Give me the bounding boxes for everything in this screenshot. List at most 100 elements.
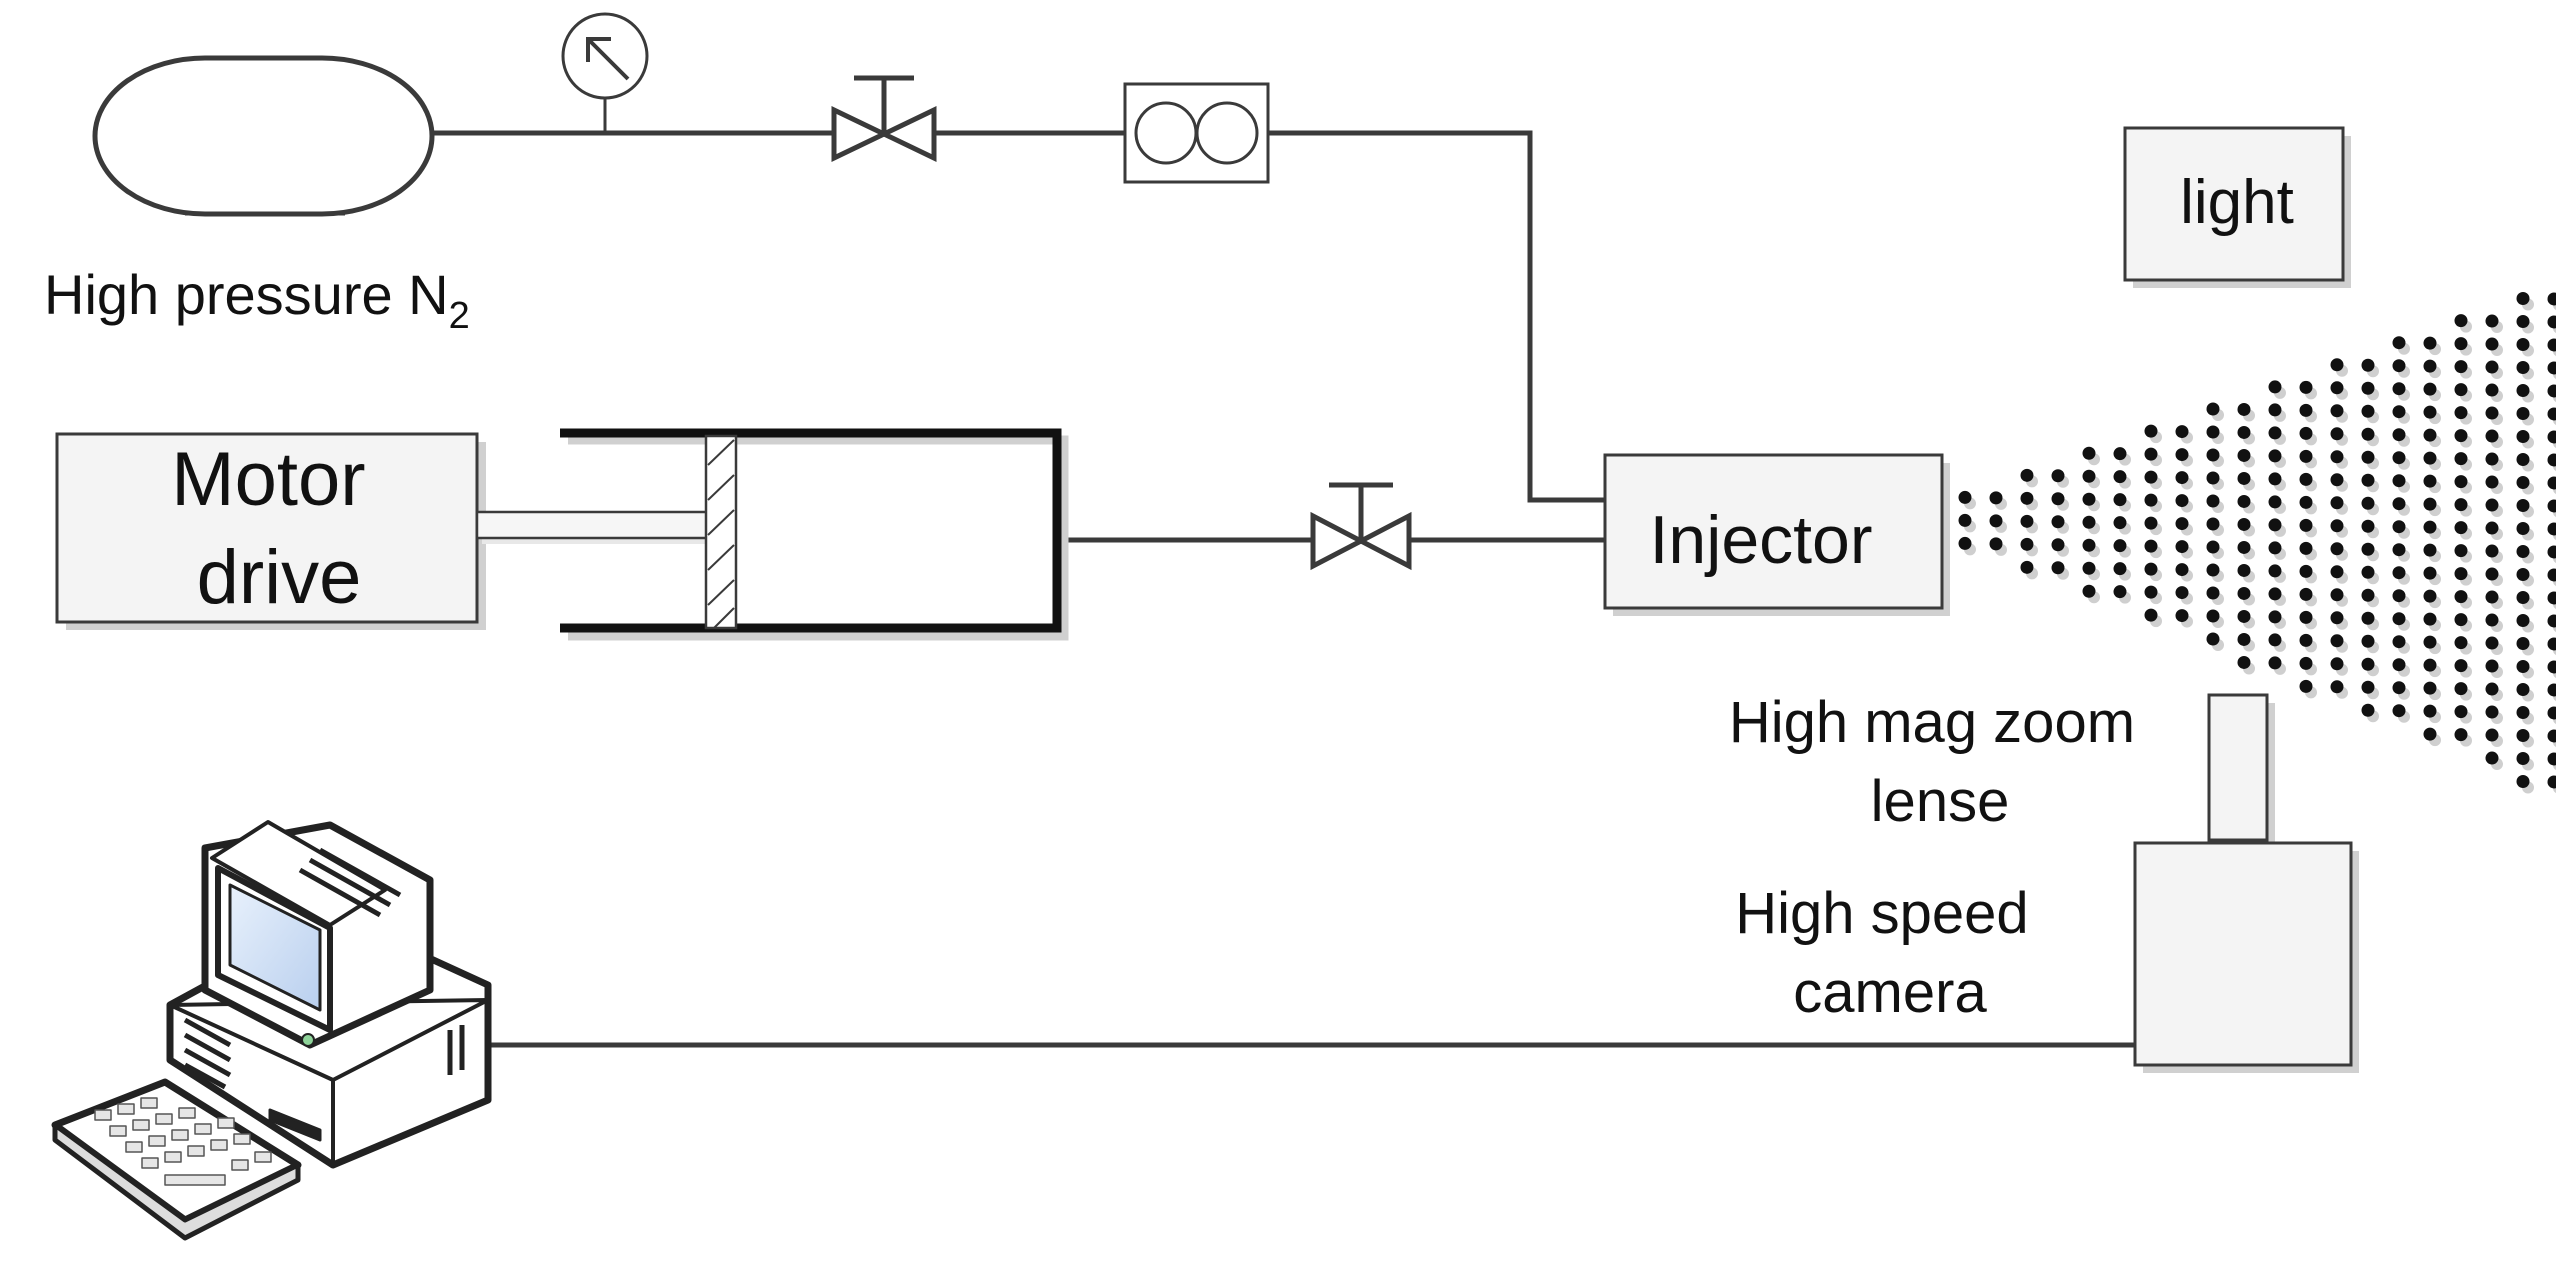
spray-droplet [2206,448,2220,462]
spray-droplet [2237,540,2251,554]
gas-cylinder-icon [92,55,435,217]
spray-droplet [2423,428,2437,442]
spray-droplet [2361,680,2375,694]
spray-droplet [2237,425,2251,439]
desktop-computer-icon [51,820,492,1241]
spray-droplet [2330,427,2344,441]
spray-droplet [2485,360,2499,374]
spray-plume [1958,291,2556,794]
spray-droplet [2485,728,2499,742]
spray-droplet [2237,609,2251,623]
light-box: light [2123,126,2351,288]
spray-droplet [2423,612,2437,626]
spray-droplet [2330,404,2344,418]
spray-droplet [2392,589,2406,603]
spray-droplet [2516,360,2530,374]
spray-droplet [2361,542,2375,556]
spray-droplet [2051,469,2065,483]
spray-droplet [2268,633,2282,647]
spray-droplet [2485,452,2499,466]
spray-droplet [2454,314,2468,328]
spray-droplet [2268,380,2282,394]
spray-droplet [2547,660,2556,674]
spray-droplet [2392,497,2406,511]
spray-droplet [2392,405,2406,419]
spray-droplet [2361,450,2375,464]
spray-droplet [2144,516,2158,530]
spray-droplet [2330,519,2344,533]
spray-droplet [2547,775,2556,789]
spray-droplet [2454,613,2468,627]
spray-droplet [2361,358,2375,372]
spray-droplet [2485,406,2499,420]
spray-droplet [2268,541,2282,555]
spray-droplet [2268,495,2282,509]
spray-droplet [2454,406,2468,420]
spray-droplet [2020,491,2034,505]
svg-text:High mag zoom lense: High mag zoom lense [1729,690,2151,834]
spray-droplet [2175,586,2189,600]
spray-droplet [1989,491,2003,505]
spray-droplet [2516,613,2530,627]
spray-droplet [2082,515,2096,529]
spray-droplet [2454,682,2468,696]
spray-droplet [2206,586,2220,600]
spray-droplet [2454,429,2468,443]
spray-droplet [2423,497,2437,511]
spray-droplet [2330,657,2344,671]
spray-droplet [2330,634,2344,648]
spray-droplet [2175,609,2189,623]
spray-droplet [2299,587,2313,601]
spray-droplet [2237,494,2251,508]
spray-droplet [2175,540,2189,554]
spray-droplet [2113,562,2127,576]
spray-droplet [2485,544,2499,558]
spray-droplet [2423,336,2437,350]
spray-droplet [2175,448,2189,462]
spray-droplet [2454,590,2468,604]
flow-meter-icon [1123,82,1270,184]
spray-droplet [2330,588,2344,602]
spray-droplet [2144,562,2158,576]
pressure-gauge-icon [561,12,649,133]
injector-label: Injector [1650,502,1873,578]
spray-droplet [2299,403,2313,417]
spray-droplet [2423,704,2437,718]
spray-droplet [2516,567,2530,581]
spray-droplet [2547,361,2556,375]
spray-droplet [2485,751,2499,765]
spray-droplet [2082,584,2096,598]
spray-droplet [2547,568,2556,582]
spray-droplet [2268,449,2282,463]
piston-rod [475,510,709,544]
injector-box: Injector [1603,453,1950,616]
spray-droplet [2361,496,2375,510]
spray-droplet [2454,521,2468,535]
spray-droplet [2268,656,2282,670]
spray-droplet [2392,658,2406,672]
spray-droplet [2423,474,2437,488]
spray-droplet [2485,705,2499,719]
spray-droplet [2330,381,2344,395]
spray-droplet [2485,521,2499,535]
spray-droplet [1989,514,2003,528]
spray-droplet [2237,471,2251,485]
spray-droplet [2547,430,2556,444]
spray-droplet [2361,634,2375,648]
spray-droplet [2299,449,2313,463]
spray-droplet [2516,659,2530,673]
spray-droplet [2113,516,2127,530]
spray-droplet [2516,452,2530,466]
spray-droplet [2299,679,2313,693]
pump-cylinder [560,428,1069,641]
spray-droplet [2051,492,2065,506]
motor-drive-label-line2: drive [197,535,362,620]
spray-droplet [2330,542,2344,556]
spray-droplet [2423,635,2437,649]
valve-icon [831,75,937,162]
spray-droplet [2020,514,2034,528]
spray-droplet [2206,540,2220,554]
spray-droplet [2392,451,2406,465]
spray-droplet [2516,544,2530,558]
spray-droplet [2516,383,2530,397]
